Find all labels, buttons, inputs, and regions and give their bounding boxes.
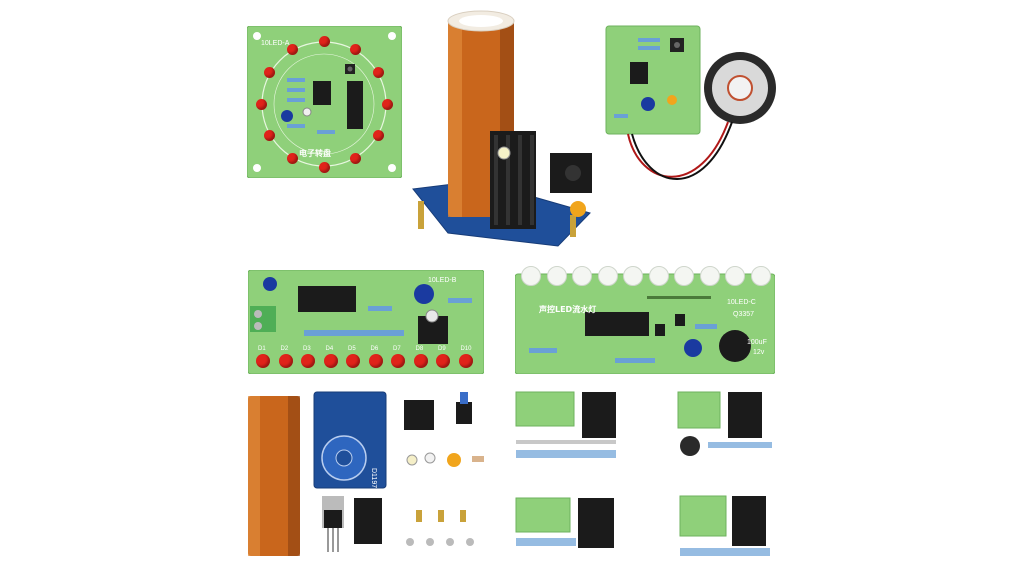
speaker-board <box>600 18 780 198</box>
spinner-led <box>318 161 330 173</box>
chaser-b-led-label: D6 <box>370 346 379 352</box>
chaser-c-title: 声控LED流水灯 <box>538 304 596 314</box>
spinner-led <box>318 35 330 47</box>
spinner-code: 10LED-A 电子转盘 <box>261 40 331 158</box>
mini-kit-1 <box>515 391 616 458</box>
chaser-b-led <box>436 354 450 368</box>
chaser-c-model: Q3357 <box>733 311 754 318</box>
chaser-c-led <box>750 266 771 286</box>
chaser-b-board: 10LED-B D1 D2 D3 D4 D5 D6 D7 D8 D9 D10 <box>247 269 485 375</box>
spinner-led <box>287 153 298 165</box>
chaser-c-code: 10LED-C <box>727 299 756 306</box>
tesla-coil <box>408 3 608 250</box>
chaser-c-led <box>546 266 567 286</box>
spinner-code-text: 10LED-A <box>261 40 290 47</box>
chaser-b-led <box>458 354 473 368</box>
chaser-b-led-label: D8 <box>415 346 424 352</box>
chaser-b-led-label: D10 <box>460 346 472 352</box>
chaser-b-led <box>391 354 405 368</box>
spinner-title-text: 电子转盘 <box>299 148 331 158</box>
spinner-led <box>381 98 393 110</box>
chaser-b-led <box>256 354 270 368</box>
chaser-b-led-label: D5 <box>348 346 356 352</box>
spinner-led <box>263 67 275 78</box>
chaser-c-voltage: 12v <box>753 349 765 356</box>
chaser-b-led <box>368 354 383 368</box>
spinner-led <box>255 98 267 110</box>
mini-kits-graphic <box>515 391 772 556</box>
chaser-c-led <box>572 266 592 286</box>
chaser-c-led <box>699 266 720 286</box>
chaser-b-led <box>346 354 360 368</box>
chaser-b-leds: D1 D2 D3 D4 D5 D6 D7 D8 D9 D10 <box>248 346 484 374</box>
coil-kit-parts: D1197 <box>244 388 494 572</box>
chaser-c-cap: 100uF <box>747 339 767 346</box>
chaser-c-led <box>521 266 541 286</box>
chaser-c-led <box>725 266 745 286</box>
chaser-b-graphic <box>247 269 485 375</box>
chaser-b-code: 10LED-B <box>428 277 457 284</box>
coil-kit-graphic <box>248 391 484 556</box>
chaser-c-led <box>623 266 643 286</box>
spinner-led <box>350 153 361 165</box>
spinner-board: 10LED-A 电子转盘 <box>246 25 403 179</box>
chaser-c-led <box>674 266 694 286</box>
tesla-coil-graphic <box>412 10 592 247</box>
mini-kit-4 <box>679 495 770 556</box>
spinner-leds <box>247 26 402 178</box>
chaser-c-led <box>597 266 618 286</box>
mini-kits <box>512 388 782 572</box>
chaser-b-led <box>301 354 315 368</box>
chaser-b-led-label: D2 <box>280 346 289 352</box>
spinner-board-graphic <box>246 25 403 179</box>
mini-kit-2 <box>677 391 772 456</box>
spinner-led <box>350 43 361 55</box>
coil-kit-board-code: D1197 <box>370 468 377 488</box>
chaser-b-led-label: D4 <box>325 346 334 352</box>
chaser-b-led-label: D7 <box>393 346 401 352</box>
speaker-board-graphic <box>605 25 776 180</box>
chaser-b-labels: 10LED-B <box>428 277 457 284</box>
chaser-c-leds <box>515 264 775 288</box>
spinner-led <box>373 67 385 78</box>
chaser-b-led-label: D3 <box>303 346 311 352</box>
chaser-b-led-label: D9 <box>438 346 446 352</box>
chaser-c-led <box>648 266 669 286</box>
spinner-led <box>263 130 275 141</box>
mini-kit-3 <box>515 497 614 548</box>
chaser-c-labels: 声控LED流水灯 10LED-C Q3357 100uF 12v <box>538 299 767 356</box>
spinner-led <box>287 43 298 55</box>
spinner-led <box>373 130 385 141</box>
chaser-b-led-label: D1 <box>258 346 266 352</box>
chaser-b-led <box>323 354 338 368</box>
coil-kit-labels: D1197 <box>370 468 377 488</box>
chaser-b-led <box>413 354 428 368</box>
chaser-c-board: 声控LED流水灯 10LED-C Q3357 100uF 12v <box>514 264 776 375</box>
chaser-b-led <box>278 354 293 368</box>
